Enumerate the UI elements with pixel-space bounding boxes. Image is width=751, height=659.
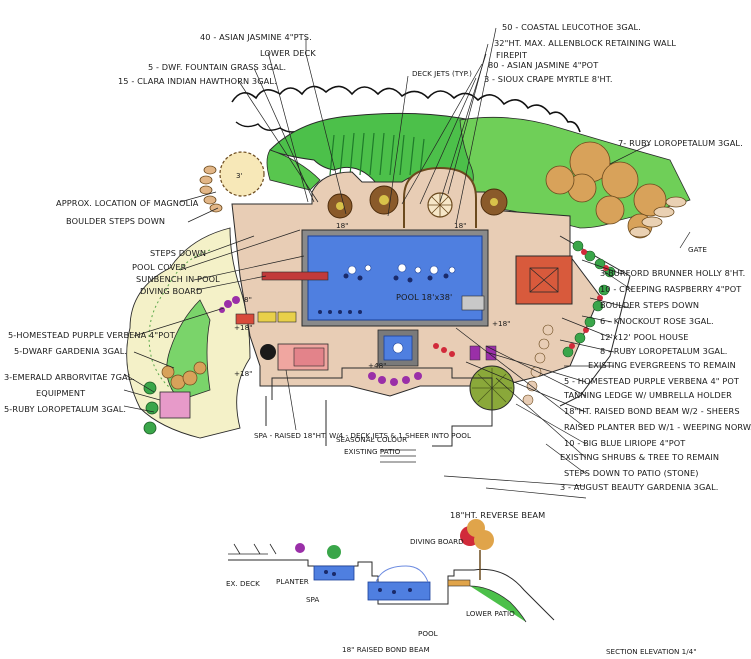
diving-board: [261, 271, 329, 281]
section-lower-patio: LOWER PATIO: [466, 609, 515, 618]
seasonal-colour-bed: [368, 372, 422, 386]
magnolia-tree: [219, 151, 265, 197]
label-steps-down: STEPS DOWN: [150, 248, 206, 258]
firepit-spokes: [428, 193, 452, 217]
boulder-steps-left: [199, 165, 223, 213]
label-pool-cover: POOL COVER: [132, 262, 187, 272]
pool-house-roof: [529, 267, 559, 293]
section-reverse-beam: 18"HT. REVERSE BEAM: [450, 510, 545, 520]
umbrella-dark: [260, 344, 276, 360]
label-indian-hawthorn: 15 - CLARA INDIAN HAWTHORN 3GAL.: [118, 76, 277, 86]
dim-18-right: 18": [454, 221, 466, 230]
dim-18-left: 18": [336, 221, 348, 230]
pool-jets: [347, 263, 456, 275]
label-asian-jasmine-top: 40 - ASIAN JASMINE 4"PTS.: [200, 32, 312, 42]
right-hedge: [522, 235, 631, 407]
section-elevation: [228, 519, 555, 623]
label-august-beauty: 3 - AUGUST BEAUTY GARDENIA 3GAL.: [560, 482, 718, 492]
gardenia-cluster-left: [161, 361, 207, 390]
section-pool: POOL: [418, 629, 438, 638]
leucothoe-planting: [329, 132, 425, 176]
label-equipment: EQUIPMENT: [36, 388, 86, 398]
label-coastal-leucothoe: 50 - COASTAL LEUCOTHOE 3GAL.: [502, 22, 641, 32]
label-ruby-loropetalum-left: 5-RUBY LOROPETALUM 3GAL.: [4, 404, 126, 414]
leader-lines: [123, 27, 691, 499]
lower-deck-pad-2: [293, 347, 325, 367]
label-existing-patio: EXISTING PATIO: [344, 447, 401, 456]
pool-house-ridge: [529, 267, 559, 293]
label-homestead-left: 5-HOMESTEAD PURPLE VERBENA 4"POT: [8, 330, 176, 340]
label-boulder-steps-right: BOULDER STEPS DOWN: [600, 300, 699, 310]
top-planter-centers: [336, 195, 498, 210]
spa-jet: [392, 342, 404, 354]
label-sunbench: SUNBENCH IN POOL: [136, 274, 220, 284]
sunbench: [461, 295, 485, 311]
label-existing-evergreens: EXISTING EVERGREENS TO REMAIN: [588, 360, 736, 370]
svg-text:3': 3': [236, 171, 243, 180]
label-firepit: FIREPIT: [496, 50, 528, 60]
label-ruby-loropetalum-right: 8 - RUBY LOROPETALUM 3GAL.: [600, 346, 727, 356]
label-retaining-wall: 32"HT. MAX. ALLENBLOCK RETAINING WALL: [494, 38, 676, 48]
label-homestead-right: 5 - HOMESTEAD PURPLE VERBENA 4" POT: [564, 376, 740, 386]
woodland-edge-lower: [235, 121, 305, 133]
dim-plus-18: +18": [234, 323, 252, 332]
woodland-edge: [231, 85, 581, 133]
label-lower-deck: LOWER DECK: [260, 48, 316, 58]
dim-plus-18-deck: +18": [234, 369, 252, 378]
label-knockout-rose: 6 - KNOCKOUT ROSE 3GAL.: [600, 316, 714, 326]
label-steps-to-patio: STEPS DOWN TO PATIO (STONE): [564, 468, 699, 478]
label-existing-shrubs: EXISTING SHRUBS & TREE TO REMAIN: [560, 452, 719, 462]
section-labels: 18"HT. REVERSE BEAM DIVING BOARD EX. DEC…: [226, 510, 697, 656]
lounger-2: [277, 311, 297, 323]
label-boulder-steps-left: BOULDER STEPS DOWN: [66, 216, 165, 226]
dim-plus-18-right: +18": [492, 319, 510, 328]
dim-8: 8": [244, 295, 252, 304]
section-diving-board: DIVING BOARD: [410, 537, 464, 546]
lounger-1: [257, 311, 277, 323]
label-gate: GATE: [688, 245, 707, 254]
label-fountain-grass: 5 - DWF. FOUNTAIN GRASS 3GAL.: [148, 62, 286, 72]
section-planter: PLANTER: [276, 577, 309, 586]
section-spa: SPA: [306, 595, 319, 604]
tanning-chairs: [469, 345, 497, 361]
lower-left-lawn-dashed: [148, 249, 211, 401]
section-bond-beam: 18" RAISED BOND BEAM: [342, 645, 430, 654]
label-raised-planter: RAISED PLANTER BED W/1 - WEEPING NORWAY: [564, 422, 751, 432]
seasonal-red: [433, 343, 455, 357]
dim-plus-48: +48": [368, 361, 386, 370]
label-dwarf-gardenia: 5-DWARF GARDENIA 3GAL.: [14, 346, 127, 356]
section-title: SECTION ELEVATION 1/4": [606, 647, 697, 656]
pool-dark-dots: [318, 273, 449, 314]
label-brunner-holly: 3-BURFORD BRUNNER HOLLY 8'HT.: [600, 268, 745, 278]
label-pool-house: 12'x12' POOL HOUSE: [600, 332, 689, 342]
house-steps: [380, 449, 416, 463]
label-diving-board: DIVING BOARD: [140, 286, 202, 296]
label-asian-jasmine-right: 80 - ASIAN JASMINE 4"POT: [488, 60, 599, 70]
label-creeping-raspberry: 10 - CREEPING RASPBERRY 4"POT: [600, 284, 742, 294]
boulder-steps-right: [629, 196, 687, 238]
label-emerald-arborvitae: 3-EMERALD ARBORVITAE 7GAL.: [4, 372, 135, 382]
pool-label: POOL 18'x38': [396, 292, 452, 302]
label-liriope: 10 - BIG BLUE LIRIOPE 4"POT: [564, 438, 686, 448]
section-ex-deck: EX. DECK: [226, 579, 260, 588]
label-deck-jets: DECK JETS (TYP.): [412, 69, 472, 78]
equipment-pad: [159, 391, 191, 419]
label-ruby-loropetalum-top: 7- RUBY LOROPETALUM 3GAL.: [618, 138, 743, 148]
label-bond-beam: 18"HT. RAISED BOND BEAM W/2 - SHEERS: [564, 406, 740, 416]
label-tanning-ledge: TANNING LEDGE W/ UMBRELLA HOLDER: [563, 390, 732, 400]
lounger-3: [235, 313, 255, 325]
plan-labels: 40 - ASIAN JASMINE 4"PTS. LOWER DECK 5 -…: [4, 22, 751, 492]
house-outline: [265, 367, 493, 447]
label-crape-myrtle: 3 - SIOUX CRAPE MYRTLE 8'HT.: [484, 74, 613, 84]
label-seasonal-colour: SEASONAL COLOUR: [336, 435, 407, 444]
label-magnolia: APPROX. LOCATION OF MAGNOLIA: [56, 198, 199, 208]
label-spa: SPA - RAISED 18"HT. W/4 - DECK JETS & 1 …: [254, 431, 471, 440]
